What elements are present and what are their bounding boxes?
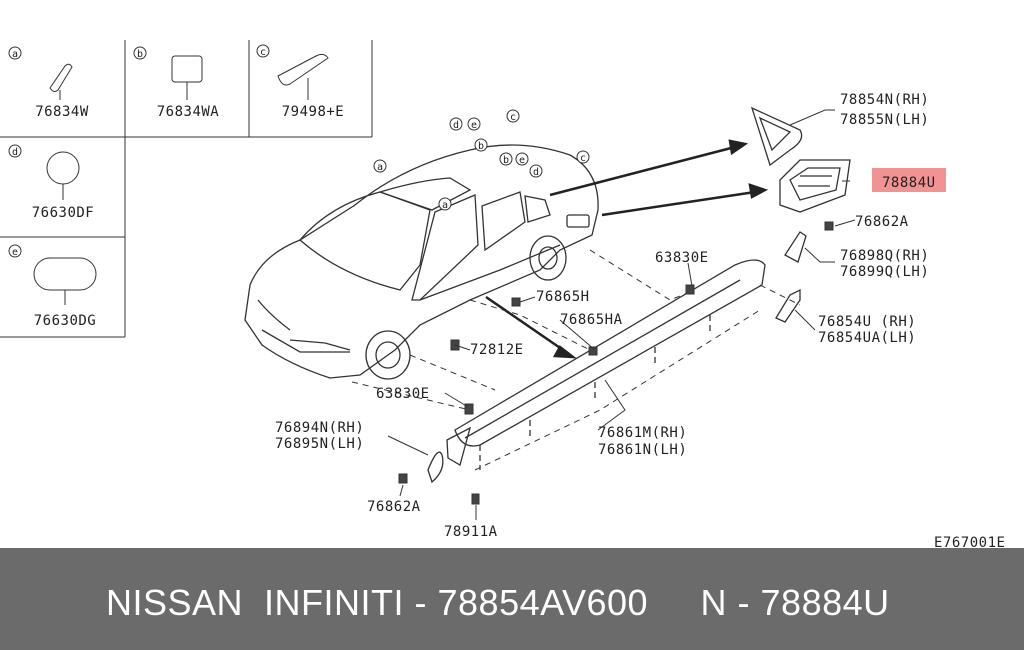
legend-part-e: 76630DG	[34, 313, 97, 329]
legend-part-d: 76630DF	[32, 205, 95, 221]
car-body-illustration	[244, 144, 599, 380]
callout-a1: a	[377, 162, 383, 173]
diagram-code: E767001E	[934, 535, 1005, 548]
legend-letter-a: a	[12, 49, 18, 60]
fasteners	[398, 221, 834, 505]
label-76861N: 76861N(LH)	[598, 442, 687, 458]
round-pad-d-icon	[46, 151, 80, 185]
label-63830E-right: 63830E	[655, 250, 709, 266]
label-76899Q: 76899Q(LH)	[840, 264, 929, 280]
label-76898Q: 76898Q(RH)	[840, 248, 929, 264]
legend-cell-b: b 76834WA	[133, 46, 220, 120]
legend-part-b: 76834WA	[157, 104, 220, 120]
label-76895N: 76895N(LH)	[275, 436, 364, 452]
label-leaders	[387, 109, 856, 520]
callout-e2: e	[519, 155, 525, 166]
front-sill-cap	[427, 426, 472, 484]
part-labels: 78854N(RH) 78855N(LH) 78884U 76862A 7689…	[275, 92, 1005, 551]
callout-a2: a	[442, 200, 448, 211]
label-76854U: 76854U (RH)	[818, 314, 916, 330]
legend-cell-a: a 76834W	[8, 46, 89, 120]
legend-letter-d: d	[12, 147, 18, 158]
label-76861M: 76861M(RH)	[598, 425, 687, 441]
label-76862A-left: 76862A	[367, 499, 421, 515]
oval-pad-e-icon	[33, 257, 97, 291]
callout-c1: c	[510, 112, 516, 123]
callout-c2: c	[580, 153, 586, 164]
label-76862A-right: 76862A	[855, 214, 909, 230]
pointer-arrows	[485, 139, 769, 359]
label-76894N: 76894N(RH)	[275, 420, 364, 436]
sill-end-bracket	[775, 231, 807, 323]
callout-d2: d	[533, 167, 539, 178]
label-63830E-left: 63830E	[376, 386, 430, 402]
legend-part-c: 79498+E	[282, 104, 345, 120]
label-78884U: 78884U	[882, 175, 936, 191]
label-72812E: 72812E	[470, 342, 524, 358]
legend-letter-e: e	[12, 247, 18, 258]
side-sill-molding	[454, 259, 766, 470]
quarter-cover-part	[750, 106, 803, 167]
label-78854N: 78854N(RH)	[840, 92, 929, 108]
legend-cell-c: c 79498+E	[256, 44, 345, 120]
label-78911A: 78911A	[444, 524, 498, 540]
footer-title: NISSAN INFINITI - 78854AV600 N - 78884U	[106, 582, 890, 623]
strip-c-icon	[277, 53, 329, 86]
legend-part-a: 76834W	[35, 104, 89, 120]
callout-d1: d	[453, 120, 459, 131]
clip-a-icon	[49, 63, 73, 93]
pad-b-icon	[171, 55, 203, 83]
dashed-leaders	[351, 249, 801, 471]
legend-table	[0, 40, 373, 338]
label-76854UA: 76854UA(LH)	[818, 330, 916, 346]
label-76865H: 76865H	[536, 289, 590, 305]
legend-cell-d: d 76630DF	[8, 144, 95, 221]
legend-letter-b: b	[137, 49, 143, 60]
callout-b1: b	[478, 141, 484, 152]
callout-b2: b	[503, 155, 509, 166]
vent-grille-part	[779, 159, 851, 213]
callout-e1: e	[471, 120, 477, 131]
label-76865HA: 76865HA	[560, 312, 623, 328]
legend-cell-e: e 76630DG	[8, 244, 97, 329]
label-78855N: 78855N(LH)	[840, 112, 929, 128]
legend-letter-c: c	[260, 47, 266, 58]
roof-callouts: a d e c b b e d c a	[373, 109, 590, 211]
highlight-78884U	[872, 168, 946, 192]
footer-bar: NISSAN INFINITI - 78854AV600 N - 78884U	[0, 548, 1024, 650]
